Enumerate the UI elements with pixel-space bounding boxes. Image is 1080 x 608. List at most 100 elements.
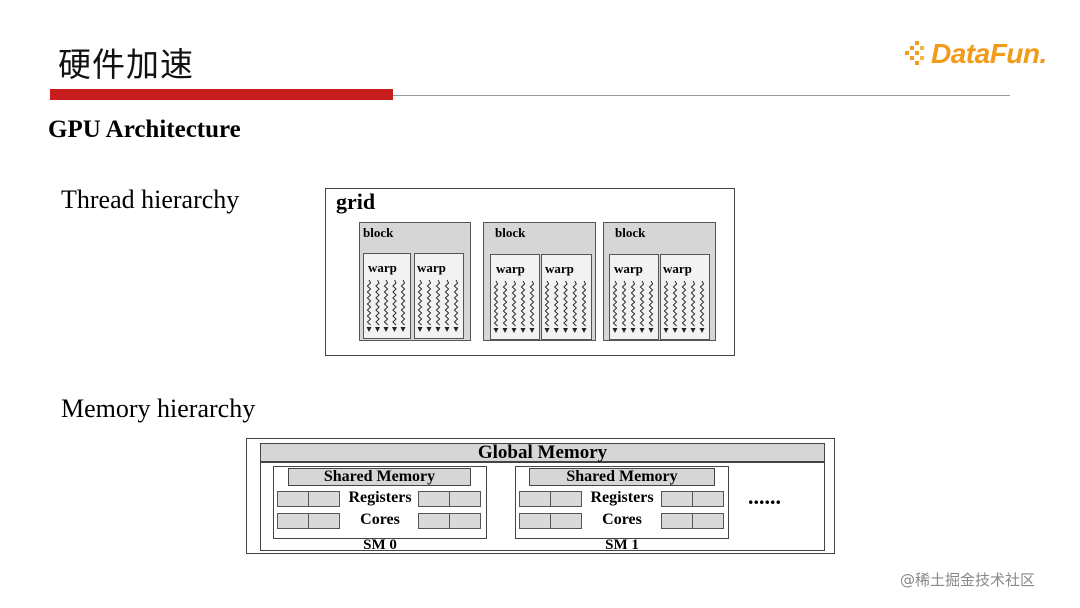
thread-arrow bbox=[511, 280, 517, 327]
thread-arrow bbox=[572, 280, 578, 327]
thread-arrowhead bbox=[520, 328, 526, 333]
thread-arrowhead bbox=[630, 328, 636, 333]
thread-arrow bbox=[621, 280, 627, 327]
thread-arrow bbox=[681, 280, 687, 327]
thread-arrow bbox=[648, 280, 654, 327]
register-cell bbox=[550, 491, 582, 507]
thread-arrowhead bbox=[366, 327, 372, 332]
slide-title: 硬件加速 bbox=[58, 45, 194, 84]
thread-arrow bbox=[612, 280, 618, 327]
thread-arrowhead bbox=[681, 328, 687, 333]
warp-label: warp bbox=[545, 261, 574, 276]
thread-arrowhead bbox=[435, 327, 441, 332]
thread-arrow bbox=[581, 280, 587, 327]
thread-arrow bbox=[553, 280, 559, 327]
register-cell bbox=[692, 491, 724, 507]
thread-arrow bbox=[529, 280, 535, 327]
thread-arrow bbox=[493, 280, 499, 327]
thread-arrow bbox=[520, 280, 526, 327]
warp-label: warp bbox=[663, 261, 692, 276]
thread-arrow bbox=[435, 279, 441, 326]
thread-arrow bbox=[383, 279, 389, 326]
thread-arrowhead bbox=[511, 328, 517, 333]
core-cell bbox=[550, 513, 582, 529]
thread-arrowhead bbox=[544, 328, 550, 333]
thread-arrowhead bbox=[672, 328, 678, 333]
thread-arrowhead bbox=[502, 328, 508, 333]
thread-arrow bbox=[426, 279, 432, 326]
block-label: block bbox=[363, 225, 394, 240]
registers-label: Registers bbox=[590, 489, 654, 506]
register-cell bbox=[277, 491, 309, 507]
block-label: block bbox=[615, 225, 646, 240]
core-cell bbox=[308, 513, 340, 529]
block-label: block bbox=[495, 225, 526, 240]
section-heading: GPU Architecture bbox=[48, 116, 241, 143]
logo-dots-icon bbox=[905, 41, 924, 65]
core-cell bbox=[277, 513, 309, 529]
core-cell bbox=[449, 513, 481, 529]
thread-arrowhead bbox=[444, 327, 450, 332]
thread-arrow bbox=[690, 280, 696, 327]
registers-label: Registers bbox=[348, 489, 412, 506]
thread-arrow bbox=[366, 279, 372, 326]
thread-arrowhead bbox=[493, 328, 499, 333]
thread-arrowhead bbox=[581, 328, 587, 333]
memory-hierarchy-label: Memory hierarchy bbox=[61, 394, 256, 423]
thread-arrowhead bbox=[621, 328, 627, 333]
thread-arrowhead bbox=[375, 327, 380, 332]
thread-arrow bbox=[400, 279, 406, 326]
thread-arrowhead bbox=[417, 327, 423, 332]
thread-arrow bbox=[544, 280, 550, 327]
thread-arrow bbox=[453, 279, 459, 326]
thread-arrow bbox=[630, 280, 636, 327]
thread-arrowhead bbox=[572, 328, 578, 333]
thread-arrowhead bbox=[383, 327, 389, 332]
global-memory-box: Global Memory bbox=[260, 443, 825, 462]
register-cell bbox=[418, 491, 450, 507]
core-cell bbox=[661, 513, 693, 529]
more-sms-ellipsis: ...... bbox=[748, 484, 781, 509]
cores-label: Cores bbox=[602, 511, 642, 528]
thread-arrow bbox=[672, 280, 678, 327]
thread-arrowhead bbox=[612, 328, 618, 333]
warp-label: warp bbox=[417, 260, 446, 275]
thread-arrow bbox=[663, 280, 669, 327]
shared-memory-box: Shared Memory bbox=[529, 468, 715, 486]
warp-label: warp bbox=[368, 260, 397, 275]
core-cell bbox=[692, 513, 724, 529]
thread-arrow bbox=[444, 279, 450, 326]
thread-arrowhead bbox=[699, 328, 705, 333]
register-cell bbox=[519, 491, 551, 507]
shared-memory-box: Shared Memory bbox=[288, 468, 471, 486]
sm-1-label: SM 1 bbox=[605, 537, 639, 549]
thread-arrow bbox=[563, 280, 568, 327]
thread-arrow bbox=[639, 280, 645, 327]
title-accent-bar bbox=[50, 89, 393, 100]
thread-hierarchy-label: Thread hierarchy bbox=[61, 185, 240, 214]
sm-0-label: SM 0 bbox=[363, 537, 397, 549]
title-divider-line bbox=[393, 95, 1010, 96]
core-cell bbox=[519, 513, 551, 529]
watermark: @稀土掘金技术社区 bbox=[900, 571, 1036, 589]
thread-arrowhead bbox=[663, 328, 669, 333]
thread-arrowhead bbox=[639, 328, 645, 333]
thread-arrowhead bbox=[563, 328, 568, 333]
thread-arrowhead bbox=[690, 328, 696, 333]
core-cell bbox=[418, 513, 450, 529]
datafun-logo: DataFun. bbox=[905, 34, 1047, 74]
thread-arrowhead bbox=[400, 327, 406, 332]
thread-arrow bbox=[417, 279, 423, 326]
thread-arrow bbox=[502, 280, 508, 327]
register-cell bbox=[661, 491, 693, 507]
thread-arrow bbox=[375, 279, 380, 326]
warp-label: warp bbox=[614, 261, 643, 276]
thread-arrowhead bbox=[553, 328, 559, 333]
grid-label: grid bbox=[336, 189, 376, 214]
register-cell bbox=[449, 491, 481, 507]
thread-arrowhead bbox=[426, 327, 432, 332]
cores-label: Cores bbox=[360, 511, 400, 528]
register-cell bbox=[308, 491, 340, 507]
thread-arrowhead bbox=[648, 328, 654, 333]
